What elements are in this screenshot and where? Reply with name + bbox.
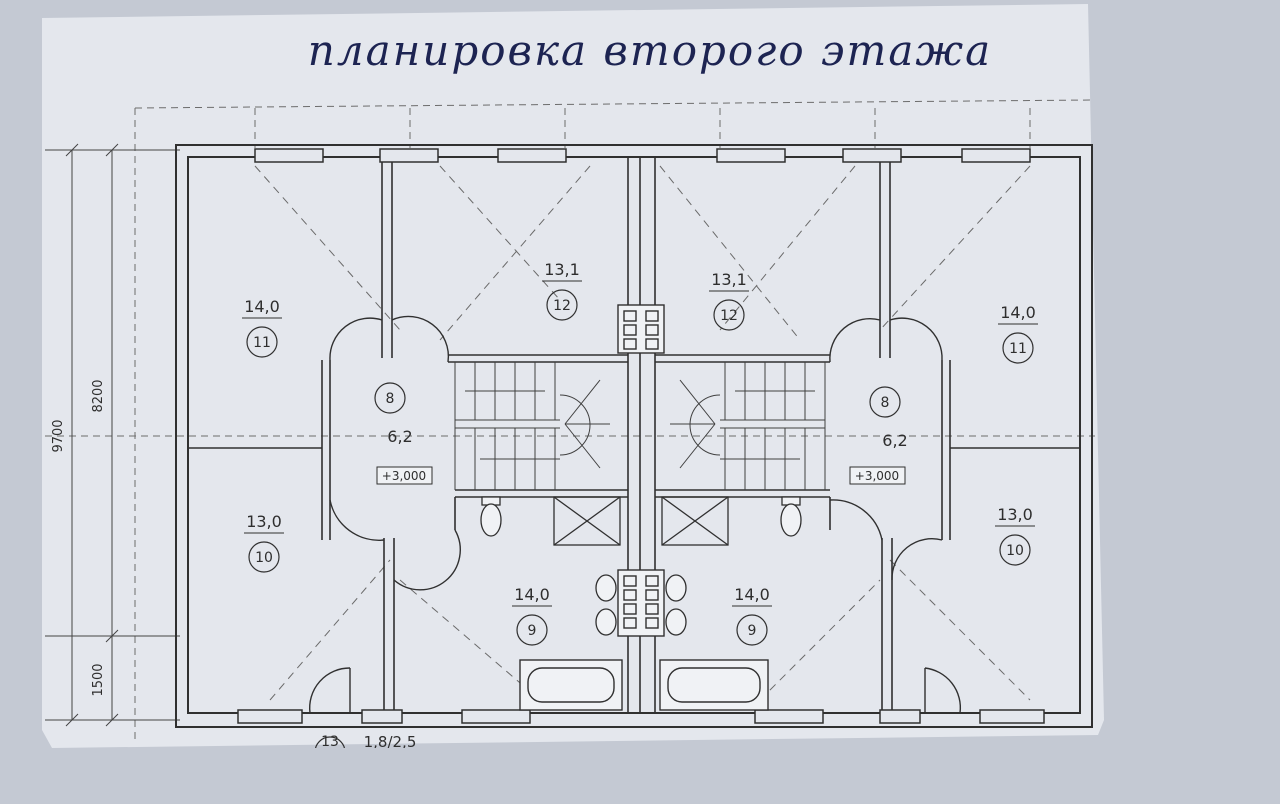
room-label: 14,0 11: [242, 297, 282, 358]
room-number-circle: [1002, 332, 1034, 364]
dimension-lines: [45, 143, 180, 727]
cut-label-number: 13: [321, 734, 339, 750]
room-label: 13,1 12: [542, 260, 582, 321]
room-number-circle: [869, 386, 901, 418]
room-area: 13,1: [711, 270, 747, 289]
room-label: 14,09: [732, 585, 772, 646]
cut-label-area: 1,8/2,5: [364, 733, 417, 751]
room-number-circle: [516, 614, 548, 646]
room-number: 10: [255, 550, 273, 566]
room-label: 6,28: [374, 382, 413, 446]
room-number-circle: [736, 614, 768, 646]
paper-sheet: [42, 4, 1104, 748]
room-label: 6,28: [869, 386, 908, 450]
room-number-circle: [546, 289, 578, 321]
room-number: 10: [1006, 543, 1024, 559]
room-area: 6,2: [882, 431, 907, 450]
room-number: 8: [881, 395, 890, 411]
room-label: 13,0 10: [995, 505, 1035, 566]
axis-lines: [45, 99, 1095, 740]
room-number-circle: [246, 326, 278, 358]
room-area: 14,0: [1000, 303, 1036, 322]
level-markers: +3,000 +3,000: [376, 466, 906, 485]
dimension-lower: 1500: [91, 663, 106, 696]
room-number: 8: [386, 391, 395, 407]
room-area: 13,0: [246, 512, 282, 531]
room-label: 13,0 10: [244, 512, 284, 573]
room-area: 13,1: [544, 260, 580, 279]
vent-ducts: [617, 304, 665, 637]
room-area: 6,2: [387, 427, 412, 446]
room-area: 14,0: [734, 585, 770, 604]
toilets: [480, 496, 802, 537]
room-label: 13,1 12: [709, 270, 749, 331]
room-number-circle: [374, 382, 406, 414]
room-number: 11: [1009, 341, 1027, 357]
room-area: 14,0: [514, 585, 550, 604]
room-label: 14,0 11: [998, 303, 1038, 364]
stairs-left: [454, 362, 610, 490]
room-number-circle: [713, 299, 745, 331]
room-number: 9: [528, 623, 537, 639]
room-number: 12: [553, 298, 571, 314]
windows: [237, 148, 1045, 724]
sinks: [595, 574, 687, 636]
room-number-circle: [248, 541, 280, 573]
lower-band: [0, 748, 1280, 804]
bathtubs: [519, 659, 769, 711]
room-number: 12: [720, 308, 738, 324]
room-number-circle: [999, 534, 1031, 566]
level-marker-left: +3,000: [382, 469, 426, 483]
room-area: 14,0: [244, 297, 280, 316]
level-marker-right: +3,000: [855, 469, 899, 483]
exterior-walls: [175, 144, 1093, 728]
shower-trays: [553, 496, 729, 546]
room-area: 13,0: [997, 505, 1033, 524]
room-label: 14,09: [512, 585, 552, 646]
door-swings: [308, 315, 962, 714]
stairs-right: [670, 362, 826, 490]
dimension-overall: 9700: [51, 419, 66, 452]
room-number: 9: [748, 623, 757, 639]
room-number: 11: [253, 335, 271, 351]
page-title: планировка второго этажа: [307, 26, 993, 75]
room-diagonals: [254, 165, 1031, 701]
dimension-upper: 8200: [91, 379, 106, 412]
